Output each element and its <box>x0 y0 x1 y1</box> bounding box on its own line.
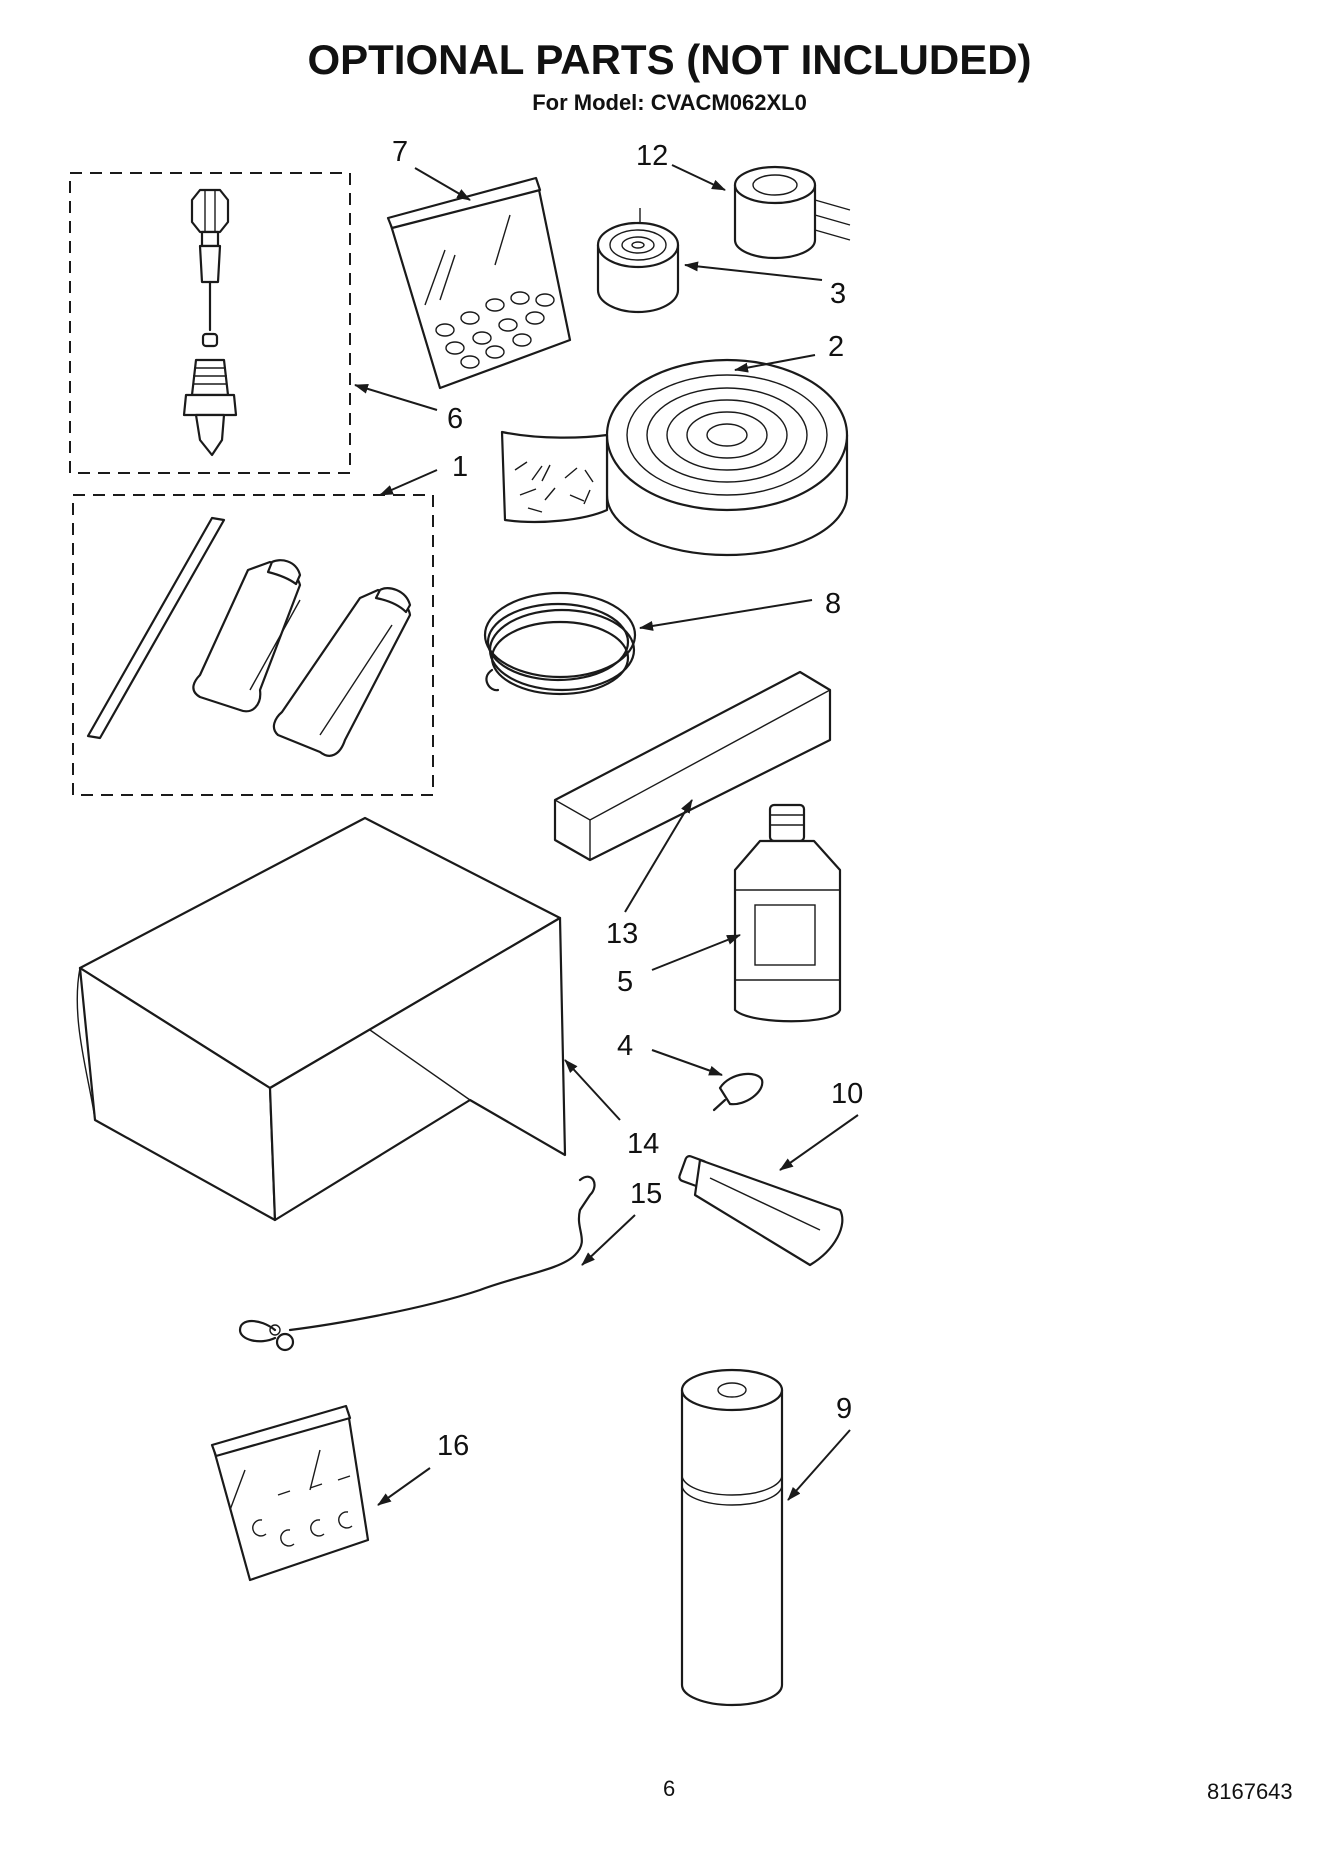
callout-15: 15 <box>630 1178 663 1210</box>
model-subtitle: For Model: CVACM062XL0 <box>532 90 807 115</box>
callout-3: 3 <box>830 278 847 310</box>
part-7-screw-bag <box>386 176 572 390</box>
callout-1: 1 <box>452 451 469 483</box>
part-3-foam-roll <box>596 208 680 314</box>
leader-lines <box>354 164 859 1506</box>
callout-13: 13 <box>606 918 639 950</box>
part-6-service-valve <box>69 172 351 474</box>
part-6-dashed-box <box>69 172 351 474</box>
part-4-cap <box>712 1072 764 1112</box>
callout-5: 5 <box>617 966 634 998</box>
callout-2: 2 <box>828 331 845 363</box>
callout-4: 4 <box>617 1030 634 1062</box>
callout-9: 9 <box>836 1393 853 1425</box>
document-number: 8167643 <box>1207 1779 1293 1804</box>
callout-16: 16 <box>437 1430 470 1462</box>
part-14-cover <box>76 816 567 1222</box>
callout-14: 14 <box>627 1128 660 1160</box>
part-9-spray-can <box>680 1368 784 1707</box>
part-1-sealant-kit <box>72 494 434 796</box>
callout-10: 10 <box>831 1078 864 1110</box>
part-10-tube <box>678 1155 844 1267</box>
part-1-dashed-box <box>72 494 434 796</box>
page-title: OPTIONAL PARTS (NOT INCLUDED) <box>307 36 1032 83</box>
part-15-tie-cord <box>238 1175 596 1352</box>
callout-12: 12 <box>636 140 669 172</box>
callout-6: 6 <box>447 403 464 435</box>
callout-8: 8 <box>825 588 842 620</box>
part-13-foam-strip <box>553 670 832 862</box>
part-12-tape-roll <box>733 165 851 260</box>
part-5-bottle <box>733 803 842 1023</box>
part-8-coil <box>483 591 637 696</box>
part-2-insulation-roll <box>500 358 849 557</box>
callout-7: 7 <box>392 136 409 168</box>
page-number: 6 <box>663 1776 676 1801</box>
part-16-clip-bag <box>210 1404 370 1582</box>
